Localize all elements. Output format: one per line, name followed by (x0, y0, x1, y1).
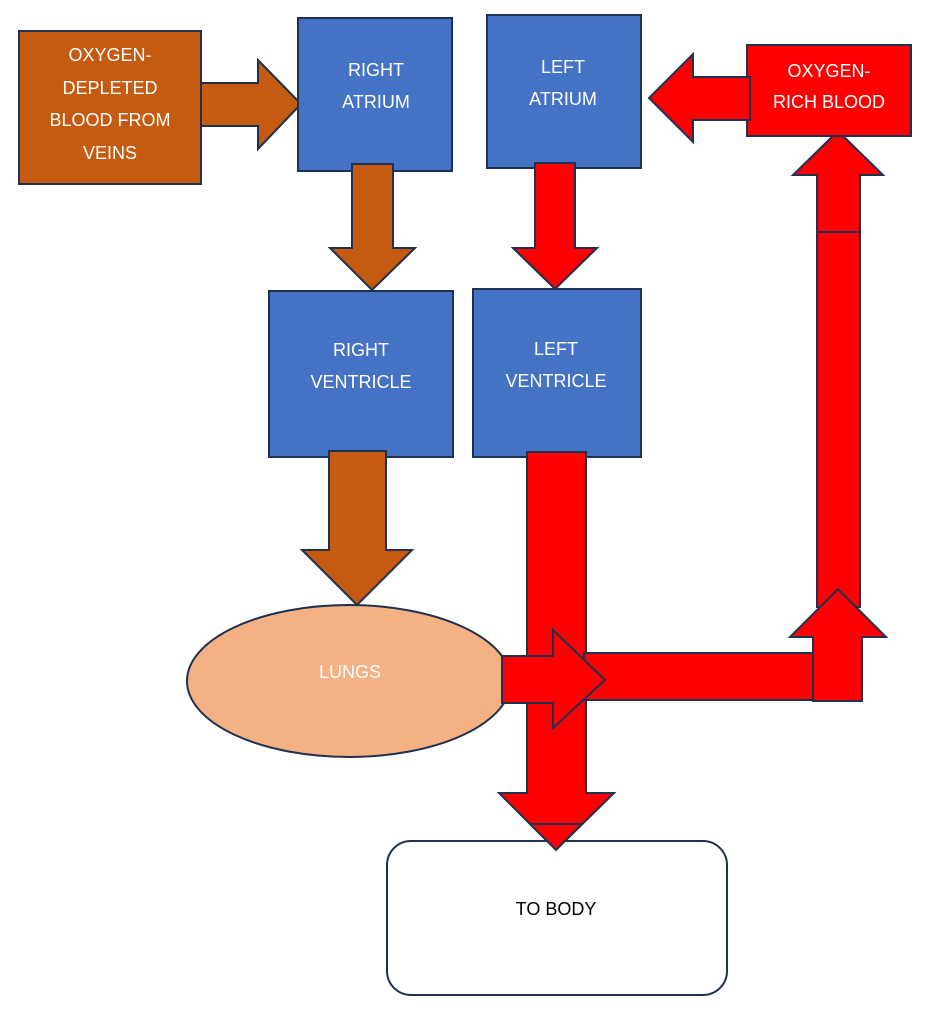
veins-box (18, 30, 202, 185)
lungs-label: LUNGS (319, 662, 381, 682)
to-body-label: TO BODY (516, 899, 597, 919)
right-atrium-box (297, 17, 453, 172)
left-ventricle-label-line-1: LEFT (534, 339, 578, 359)
veins-label-line-4: VEINS (83, 143, 137, 163)
right-ventricle-box (268, 290, 454, 458)
right-ventricle-node: RIGHT VENTRICLE (268, 290, 454, 458)
right-atrium-node: RIGHT ATRIUM (297, 17, 453, 172)
arrow-right-atrium-to-right-ventricle (327, 163, 418, 292)
to-body-node: TO BODY (386, 840, 728, 996)
oxygen-rich-label-line-2: RICH BLOOD (773, 92, 885, 112)
arrow-veins-to-right-atrium (200, 57, 303, 152)
oxygen-rich-label-line-1: OXYGEN- (787, 61, 870, 81)
oxygen-rich-box (746, 44, 912, 137)
left-ventricle-box (472, 288, 642, 458)
right-ventricle-label-line-1: RIGHT (333, 340, 389, 360)
left-atrium-label-line-2: ATRIUM (529, 89, 597, 109)
arrow-oxygen-rich-to-left-atrium (647, 51, 751, 145)
left-ventricle-label-line-2: VENTRICLE (505, 371, 606, 391)
arrow-up-from-lungs-path (787, 587, 889, 702)
arrow-left-ventricle-to-body-tip (527, 823, 585, 852)
arrow-right-ventricle-to-lungs (299, 450, 415, 607)
arrow-left-atrium-to-left-ventricle (510, 162, 600, 291)
lungs-node: LUNGS (186, 604, 512, 758)
oxygenated-horizontal-bar (583, 652, 818, 701)
veins-label-line-3: BLOOD FROM (49, 110, 170, 130)
right-atrium-label-line-1: RIGHT (348, 60, 404, 80)
arrow-lungs-outflow (501, 627, 607, 731)
veins-node: OXYGEN- DEPLETED BLOOD FROM VEINS (18, 30, 202, 185)
veins-label-line-2: DEPLETED (62, 78, 157, 98)
right-atrium-label-line-2: ATRIUM (342, 92, 410, 112)
veins-label-line-1: OXYGEN- (68, 45, 151, 65)
oxygen-rich-node: OXYGEN- RICH BLOOD (746, 44, 912, 137)
left-ventricle-node: LEFT VENTRICLE (472, 288, 642, 458)
left-atrium-label-line-1: LEFT (541, 57, 585, 77)
right-ventricle-label-line-2: VENTRICLE (310, 372, 411, 392)
arrow-up-to-oxygen-rich (790, 129, 886, 233)
oxygenated-return-bar (816, 214, 861, 608)
left-atrium-node: LEFT ATRIUM (486, 14, 642, 169)
left-atrium-box (486, 14, 642, 169)
